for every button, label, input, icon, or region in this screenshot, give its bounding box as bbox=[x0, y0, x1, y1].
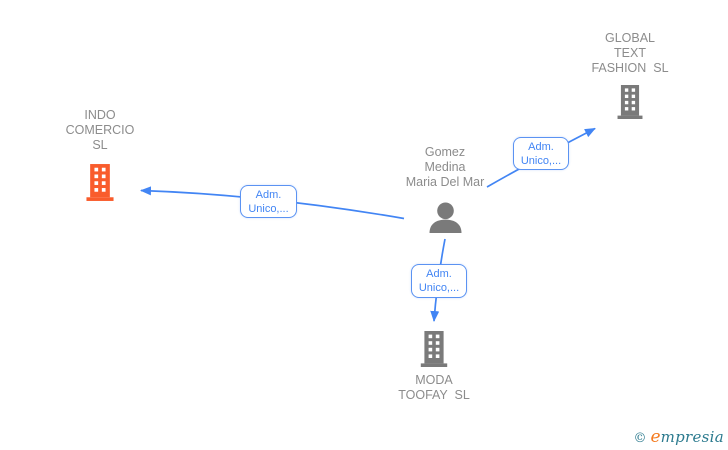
node-label-line: TOOFAY SL bbox=[398, 388, 470, 402]
building-icon bbox=[617, 85, 643, 119]
node-moda-toofay-sl[interactable]: MODA TOOFAY SL bbox=[364, 331, 504, 403]
building-icon bbox=[420, 331, 448, 367]
node-label-line: Medina bbox=[424, 160, 466, 174]
node-label-line: Gomez bbox=[424, 145, 466, 159]
node-label-line: SL bbox=[92, 138, 108, 152]
copyright-icon: © bbox=[633, 431, 647, 446]
building-icon bbox=[86, 164, 114, 201]
edge-label-adm-unico-indo[interactable]: Adm. Unico,... bbox=[240, 185, 297, 218]
node-gomez-medina-maria-del-mar[interactable]: Gomez Medina Maria Del Mar bbox=[375, 145, 515, 233]
node-global-text-fashion-sl[interactable]: GLOBAL TEXT FASHION SL bbox=[560, 31, 700, 119]
node-label-line: FASHION SL bbox=[591, 61, 669, 75]
edge-label-line: Unico,... bbox=[418, 282, 460, 294]
node-indo-comercio-sl[interactable]: INDO COMERCIO SL bbox=[30, 108, 170, 201]
node-label-line: INDO bbox=[84, 108, 116, 122]
person-icon bbox=[429, 202, 461, 233]
brand-name: empresia bbox=[650, 427, 724, 447]
edge-label-line: Adm. bbox=[255, 188, 282, 201]
edge-label-line: Adm. bbox=[528, 140, 554, 153]
edge-label-adm-unico-global[interactable]: Adm. Unico,... bbox=[513, 137, 569, 170]
node-label-line: TEXT bbox=[614, 46, 646, 60]
node-label-line: COMERCIO bbox=[65, 123, 135, 137]
empresia-logo[interactable]: © empresia bbox=[634, 427, 724, 447]
node-label-line: MODA bbox=[415, 373, 453, 387]
node-label-line: Maria Del Mar bbox=[405, 175, 485, 189]
edge-label-line: Unico,... bbox=[248, 202, 289, 215]
edge-label-line: Unico,... bbox=[520, 154, 562, 167]
node-label-line: GLOBAL bbox=[604, 31, 656, 45]
edge-label-adm-unico-moda[interactable]: Adm. Unico,... bbox=[411, 264, 467, 298]
edge-label-line: Adm. bbox=[426, 268, 452, 280]
